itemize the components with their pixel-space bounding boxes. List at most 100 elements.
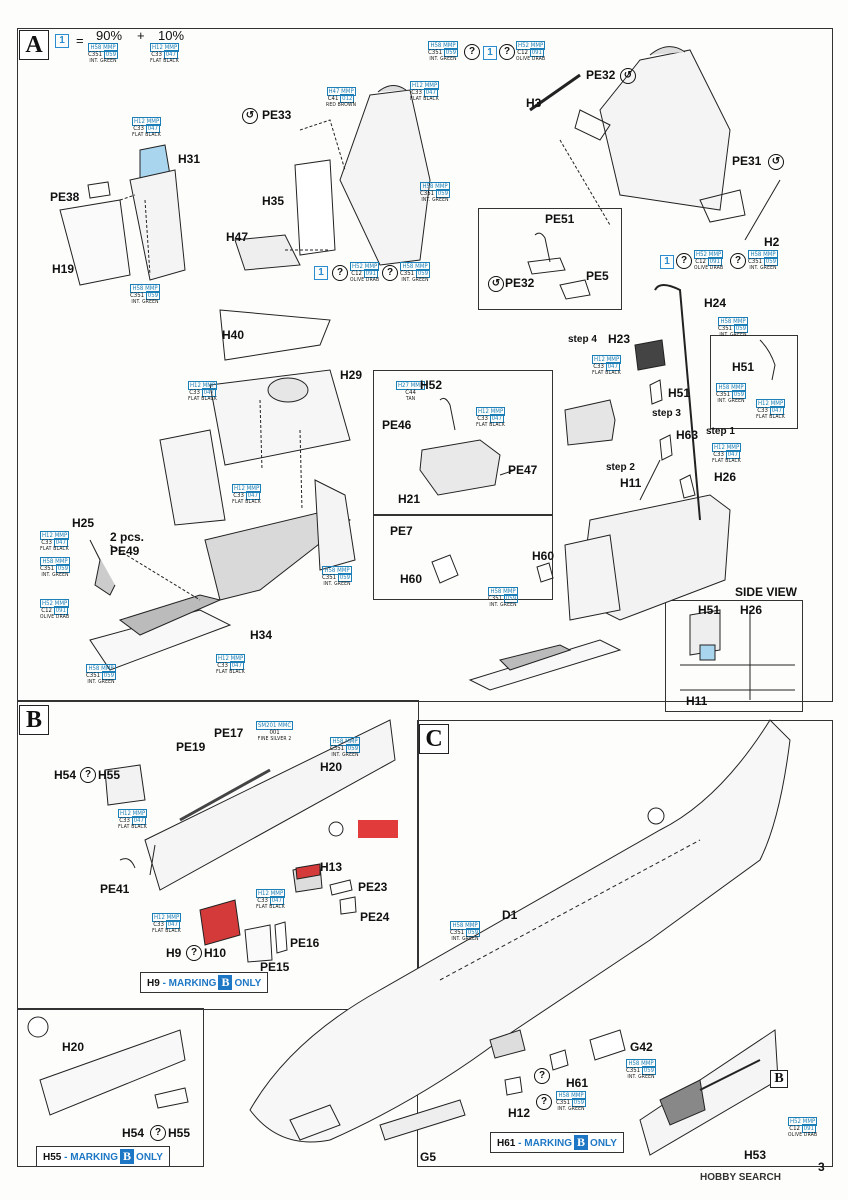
label-h61: H61 (566, 1076, 589, 1090)
side-view-drawing (680, 609, 795, 700)
paint-h25-flatblack: H12 MMP C33 047 FLAT BLACK (40, 531, 70, 552)
page-number: 3 (818, 1160, 825, 1174)
mix-step-badge: 1 (55, 34, 69, 48)
h47-paint-q-1: ? (332, 265, 348, 281)
h54-or-h55-icon: ? (80, 767, 96, 783)
label-pe32-detail: PE32 (505, 276, 535, 290)
label-side-view: SIDE VIEW (735, 585, 798, 599)
h53-panel-drawing (639, 1029, 779, 1156)
paint-pe17-silver: SM201 MMC 001 FINE SILVER 2 (256, 721, 294, 742)
mix-paint-1: H58 MMP C351 059 INT. GREEN (88, 43, 119, 64)
label-h13: H13 (320, 860, 343, 874)
paint-h51-flatblack: H12 MMP C33 047 FLAT BLACK (756, 399, 786, 420)
section-a-frame (17, 28, 833, 702)
h61-paint-icon: ? (534, 1068, 550, 1084)
label-pe49: PE49 (110, 544, 140, 558)
label-h19: H19 (52, 262, 75, 276)
label-h60: H60 (532, 549, 555, 563)
paint-h3-olivedrab: H52 MMP C12 091 OLIVE DRAB (516, 41, 546, 62)
label-h21: H21 (398, 492, 421, 506)
paint-h20-intgreen: H58 MMP C351 059 INT. GREEN (330, 737, 361, 758)
label-step1: step 1 (706, 426, 735, 437)
label-pe5: PE5 (586, 269, 609, 283)
paint-h25-olivedrab: H52 MMP C12 091 OLIVE DRAB (40, 599, 70, 620)
label-sv-h51: H51 (698, 603, 721, 617)
pe33-rotate-icon: ↺ (242, 108, 258, 124)
label-h51: H51 (668, 386, 691, 400)
pe31-rotate-icon: ↺ (768, 154, 784, 170)
h51-detail-frame (710, 335, 798, 429)
pe51-detail-frame (478, 208, 622, 310)
paint-h60-intgreen: H58 MMP C351 059 INT. GREEN (488, 587, 519, 608)
h9-or-h10-icon: ? (186, 945, 202, 961)
h31-seat-drawing (59, 144, 186, 286)
paint-d1-intgreen: H58 MMP C351 059 INT. GREEN (450, 921, 481, 942)
pe32-detail-rotate-icon: ↺ (488, 276, 504, 292)
label-h47: H47 (226, 230, 249, 244)
paint-h47-intgreen: H58 MMP C351 059 INT. GREEN (400, 262, 431, 283)
label-h54: H54 (54, 768, 77, 782)
paint-h12-intgreen: H58 MMP C351 059 INT. GREEN (556, 1091, 587, 1112)
h3-paint-q-1: ? (464, 44, 480, 60)
label-pe17: PE17 (214, 726, 244, 740)
label-h31: H31 (178, 152, 201, 166)
label-h26: H26 (714, 470, 737, 484)
label-sv-h11: H11 (686, 694, 708, 708)
paint-h55-flatblack: H12 MMP C33 047 FLAT BLACK (118, 809, 148, 830)
h47-step-badge: 1 (314, 266, 328, 280)
side-view-frame (665, 600, 803, 712)
red-color-swatch (358, 820, 398, 838)
mix-plus: + (137, 28, 145, 43)
h21-battery-drawing (419, 397, 616, 496)
label-pe23: PE23 (358, 880, 388, 894)
cockpit-floor-drawing (89, 309, 356, 671)
label-g42: G42 (630, 1040, 653, 1054)
paint-h47-olivedrab: H52 MMP C12 091 OLIVE DRAB (350, 262, 380, 283)
pe32-plate (527, 257, 566, 275)
label-pe24: PE24 (360, 910, 390, 924)
label-pe51: PE51 (545, 212, 575, 226)
label-h55-detail: H55 (168, 1126, 191, 1140)
fuselage-drawing (249, 719, 791, 1143)
label-h25: H25 (72, 516, 95, 530)
paint-h52-flatblack: H12 MMP C33 047 FLAT BLACK (476, 407, 506, 428)
h60-part (431, 554, 459, 584)
h2-paint-q-1: ? (676, 253, 692, 269)
paint-h35-redbrown: H47 MMP C41 012 RED BROWN (326, 87, 357, 108)
paint-h25-intgreen: H58 MMP C351 059 INT. GREEN (40, 557, 71, 578)
label-2pcs: 2 pcs. (110, 530, 145, 544)
label-h10: H10 (204, 946, 227, 960)
pe5-plate (559, 279, 591, 300)
b-detail-drawing (27, 1016, 189, 1116)
section-b-label: B (19, 705, 49, 735)
paint-h40-flatblack: H12 MMP C33 047 FLAT BLACK (188, 381, 218, 402)
paint-floor-intgreen: H58 MMP C351 059 INT. GREEN (322, 566, 353, 587)
paint-h9-flatblack: H12 MMP C33 047 FLAT BLACK (152, 913, 182, 934)
section-c-label: C (419, 724, 449, 754)
paint-h51-intgreen: H58 MMP C351 059 INT. GREEN (716, 383, 747, 404)
label-h9: H9 (166, 946, 182, 960)
section-b-ref: B (770, 1070, 788, 1088)
label-pe31: PE31 (732, 154, 762, 168)
label-h3: H3 (526, 96, 542, 110)
mix-paint-2: H12 MMP C33 047 FLAT BLACK (150, 43, 180, 64)
label-h20-detail: H20 (62, 1040, 85, 1054)
label-pe7: PE7 (390, 524, 413, 538)
label-step3: step 3 (652, 408, 681, 419)
h12-paint-icon: ? (536, 1094, 552, 1110)
h35-seat-drawing (234, 85, 431, 271)
h54b-or-h55b-icon: ? (150, 1125, 166, 1141)
label-step4: step 4 (568, 334, 597, 345)
paint-icon (328, 821, 344, 837)
section-b-frame (17, 700, 419, 1010)
mix-pct1: 90% (96, 28, 123, 43)
h60-detail-frame (373, 514, 553, 600)
paint-g42-intgreen: H58 MMP C351 059 INT. GREEN (626, 1059, 657, 1080)
label-h29: H29 (340, 368, 363, 382)
paint-h52-tan: H27 MMP C44 TAN (396, 381, 426, 402)
h3-step-badge: 1 (483, 46, 497, 60)
label-h20: H20 (320, 760, 343, 774)
h20-panel-drawing (104, 719, 396, 963)
